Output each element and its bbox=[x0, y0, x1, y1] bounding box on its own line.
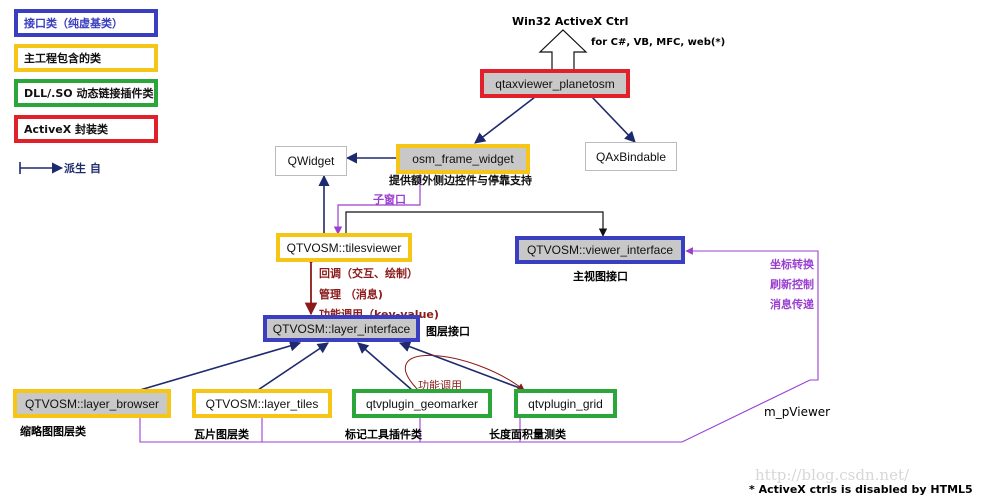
legend-dll: DLL/.SO 动态链接插件类 bbox=[14, 79, 158, 107]
legend-interface: 接口类（纯虚基类） bbox=[14, 9, 158, 37]
manage-label: 管理 （消息) bbox=[319, 288, 383, 301]
legend-main-label: 主工程包含的类 bbox=[24, 52, 101, 65]
edge-m-pviewer bbox=[139, 247, 819, 443]
geomarker-caption: 标记工具插件类 bbox=[345, 428, 422, 441]
node-osm-frame-widget-label: osm_frame_widget bbox=[412, 152, 514, 166]
node-layer-interface[interactable]: QTVOSM::layer_interface bbox=[263, 315, 420, 342]
node-qtvplugin-grid-label: qtvplugin_grid bbox=[528, 396, 603, 411]
coord-label: 坐标转换 bbox=[770, 258, 814, 271]
node-osm-frame-widget[interactable]: osm_frame_widget bbox=[396, 144, 530, 174]
edge-tilesviewer-viewer-interface bbox=[345, 211, 608, 237]
for-langs-label: for C#, VB, MFC, web(*) bbox=[591, 37, 726, 48]
legend-interface-label: 接口类（纯虚基类） bbox=[24, 17, 123, 30]
edge-geomarker-grid-call bbox=[404, 355, 525, 391]
m-pviewer-label: m_pViewer bbox=[764, 405, 831, 419]
browser-caption: 缩略图图层类 bbox=[20, 425, 86, 438]
node-layer-browser[interactable]: QTVOSM::layer_browser bbox=[13, 389, 171, 418]
callback-label: 回调（交互、绘制） bbox=[319, 267, 418, 280]
grid-caption: 长度面积量测类 bbox=[489, 428, 566, 441]
node-qaxbindable-label: QAxBindable bbox=[595, 149, 667, 164]
layer-interface-caption: 图层接口 bbox=[426, 325, 470, 338]
edge-planetosm-qaxbindable bbox=[591, 96, 636, 143]
edge-tiles-iface bbox=[257, 342, 329, 391]
node-qtvplugin-geomarker[interactable]: qtvplugin_geomarker bbox=[352, 389, 492, 418]
win32-label: Win32 ActiveX Ctrl bbox=[512, 15, 629, 28]
node-qtaxviewer-planetosm-label: qtaxviewer_planetosm bbox=[495, 76, 615, 91]
node-qtvplugin-geomarker-label: qtvplugin_geomarker bbox=[365, 396, 479, 411]
legend-dll-label: DLL/.SO 动态链接插件类 bbox=[24, 87, 154, 100]
tiles-caption: 瓦片图层类 bbox=[194, 428, 249, 441]
node-qtvplugin-grid[interactable]: qtvplugin_grid bbox=[514, 389, 617, 418]
edge-planetosm-osm-frame bbox=[474, 96, 536, 144]
node-layer-browser-label: QTVOSM::layer_browser bbox=[24, 396, 160, 411]
node-qaxbindable[interactable]: QAxBindable bbox=[585, 142, 677, 171]
node-qwidget-label: QWidget bbox=[287, 154, 335, 168]
node-layer-tiles-label: QTVOSM::layer_tiles bbox=[205, 396, 319, 411]
edge-browser-iface bbox=[139, 340, 302, 391]
legend-derive-label: 派生 自 bbox=[64, 162, 101, 175]
refresh-label: 刷新控制 bbox=[770, 278, 814, 291]
node-qtaxviewer-planetosm[interactable]: qtaxviewer_planetosm bbox=[480, 69, 630, 98]
node-tilesviewer-label: QTVOSM::tilesviewer bbox=[286, 240, 402, 255]
osm-frame-caption: 提供额外侧边控件与停靠支持 bbox=[389, 174, 532, 187]
viewer-interface-caption: 主视图接口 bbox=[573, 270, 628, 283]
edge-geomarker-iface bbox=[357, 342, 413, 391]
edge-subwindow bbox=[333, 172, 421, 235]
msg-label: 消息传递 bbox=[770, 298, 814, 311]
footnote: * ActiveX ctrls is disabled by HTML5 bbox=[749, 483, 973, 496]
watermark: http://blog.csdn.net/ bbox=[755, 466, 910, 484]
legend-activex-label: ActiveX 封装类 bbox=[24, 123, 109, 136]
subwindow-label: 子窗口 bbox=[373, 193, 406, 206]
node-viewer-interface-label: QTVOSM::viewer_interface bbox=[526, 243, 674, 257]
activex-export-arrow bbox=[538, 29, 588, 71]
node-layer-tiles[interactable]: QTVOSM::layer_tiles bbox=[192, 389, 332, 418]
node-tilesviewer[interactable]: QTVOSM::tilesviewer bbox=[276, 233, 412, 262]
legend-activex: ActiveX 封装类 bbox=[14, 115, 158, 143]
edge-grid-iface bbox=[398, 341, 526, 391]
legend-main: 主工程包含的类 bbox=[14, 44, 158, 72]
node-viewer-interface[interactable]: QTVOSM::viewer_interface bbox=[515, 236, 685, 264]
node-qwidget[interactable]: QWidget bbox=[275, 146, 347, 176]
node-layer-interface-label: QTVOSM::layer_interface bbox=[272, 321, 411, 336]
func-call2-label: 功能调用 bbox=[418, 379, 462, 392]
